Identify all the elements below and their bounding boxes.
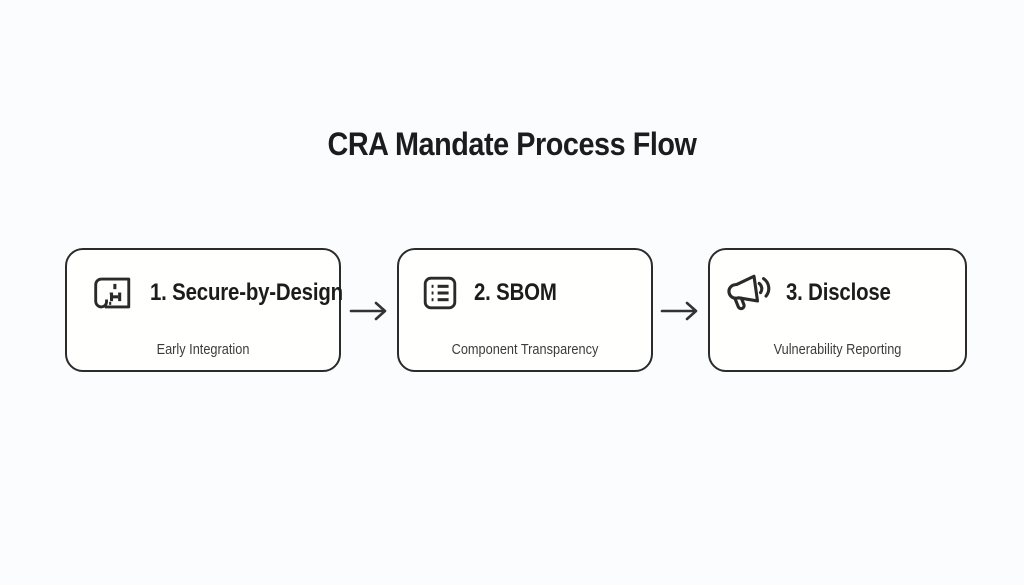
step-box-secure-by-design: 1. Secure-by-Design Early Integration [65,248,343,372]
arrow-right-icon [348,298,390,329]
blueprint-icon [87,270,137,316]
step-title: 2. SBOM [474,279,557,306]
step-header-row: 1. Secure-by-Design [67,250,343,316]
step-title: 3. Disclose [786,279,891,306]
step-header-row: 3. Disclose [710,250,965,316]
step-header-row: 2. SBOM [399,250,651,316]
megaphone-icon [722,270,776,316]
step-subtitle: Component Transparency [451,341,599,358]
step-title: 1. Secure-by-Design [150,279,343,306]
step-box-disclose: 3. Disclose Vulnerability Reporting [708,248,967,372]
step-subtitle: Vulnerability Reporting [773,341,902,358]
arrow-right-icon [659,298,701,329]
page-title: CRA Mandate Process Flow [327,126,697,162]
step-subtitle: Early Integration [156,341,250,358]
checklist-icon [419,272,461,314]
step-box-sbom: 2. SBOM Component Transparency [397,248,653,372]
